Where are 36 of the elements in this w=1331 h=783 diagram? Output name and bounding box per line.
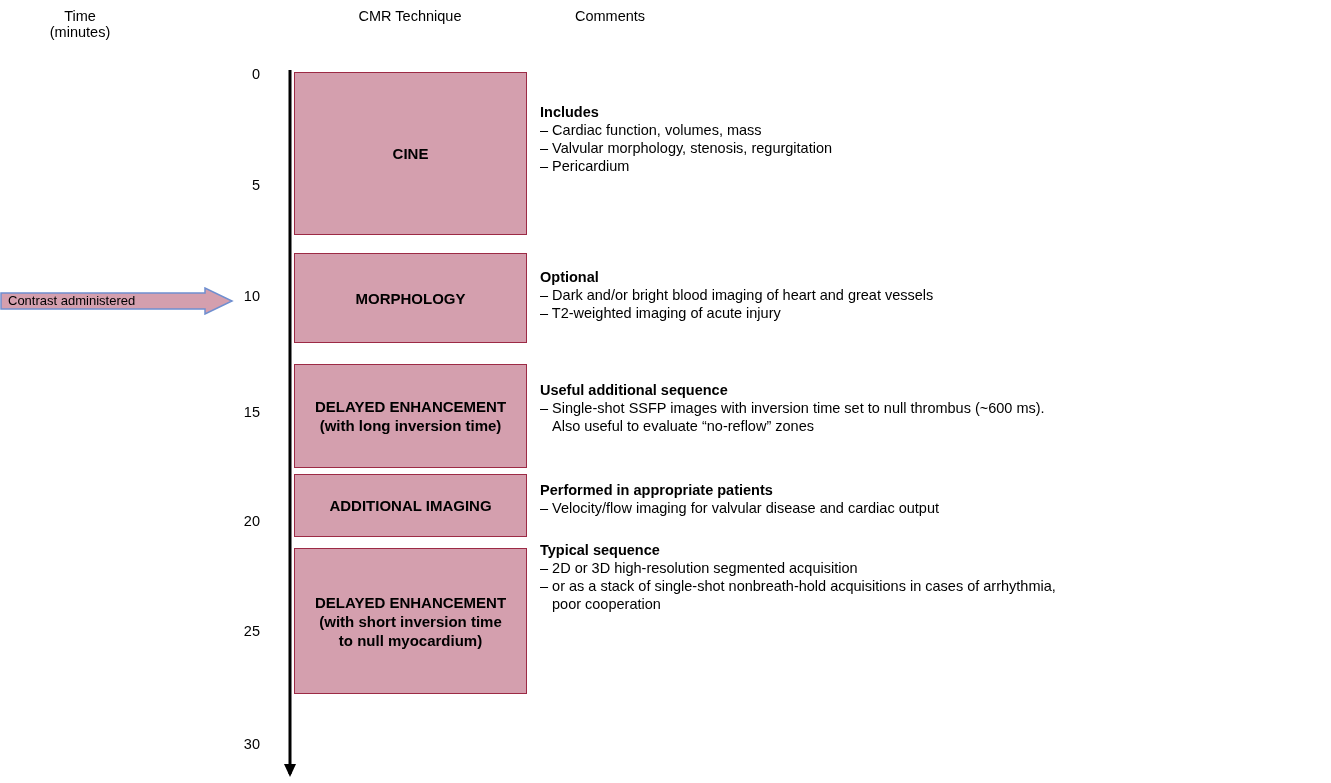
comment-bullet: – Cardiac function, volumes, mass xyxy=(540,121,763,139)
technique-box xyxy=(294,548,527,694)
tick-label: 0 xyxy=(250,66,260,82)
technique-label: ADDITIONAL IMAGING xyxy=(328,496,493,515)
column-heading: Time (minutes) xyxy=(48,8,112,40)
block-arrow xyxy=(0,287,234,315)
comment-bullet: – Valvular morphology, stenosis, regurgitation xyxy=(540,139,834,157)
comment-bullet: – Single-shot SSFP images with inversion time set to null thrombus (~600 ms). Also useful to evaluate “no-reflow” zones xyxy=(540,399,1046,435)
tick-label: 15 xyxy=(242,404,260,420)
comment-heading: Optional xyxy=(540,268,600,286)
comment-heading: Typical sequence xyxy=(540,541,661,559)
technique-label: MORPHOLOGY xyxy=(354,288,467,308)
tick-label: 20 xyxy=(242,513,260,529)
technique-label: DELAYED ENHANCEMENT (with long inversion time) xyxy=(313,397,508,435)
arrow-label: Contrast administered xyxy=(8,293,136,309)
tick-label: 30 xyxy=(242,736,260,752)
comment-bullet: – T2-weighted imaging of acute injury xyxy=(540,304,782,322)
tick-label: 5 xyxy=(250,177,260,193)
technique-box xyxy=(294,364,527,468)
comment-bullet: – or as a stack of single-shot nonbreath-hold acquisitions in cases of arrhythmia, poor cooperation xyxy=(540,577,1057,613)
technique-box xyxy=(294,72,527,235)
column-heading: Comments xyxy=(573,8,647,24)
column-heading: CMR Technique xyxy=(357,8,463,24)
technique-box xyxy=(294,474,527,537)
tick-label: 25 xyxy=(242,623,260,639)
comment-bullet: – Dark and/or bright blood imaging of heart and great vessels xyxy=(540,286,935,304)
technique-box xyxy=(294,253,527,343)
comment-bullet: – Pericardium xyxy=(540,157,631,175)
comment-heading: Includes xyxy=(540,103,600,121)
technique-label: CINE xyxy=(391,144,430,163)
comment-bullet: – 2D or 3D high-resolution segmented acquisition xyxy=(540,559,859,577)
comment-bullet: – Velocity/flow imaging for valvular disease and cardiac output xyxy=(540,499,940,517)
tick-label: 10 xyxy=(242,288,260,304)
comment-heading: Performed in appropriate patients xyxy=(540,481,774,499)
technique-label: DELAYED ENHANCEMENT (with short inversion time to null myocardium) xyxy=(313,592,508,650)
comment-heading: Useful additional sequence xyxy=(540,381,729,399)
